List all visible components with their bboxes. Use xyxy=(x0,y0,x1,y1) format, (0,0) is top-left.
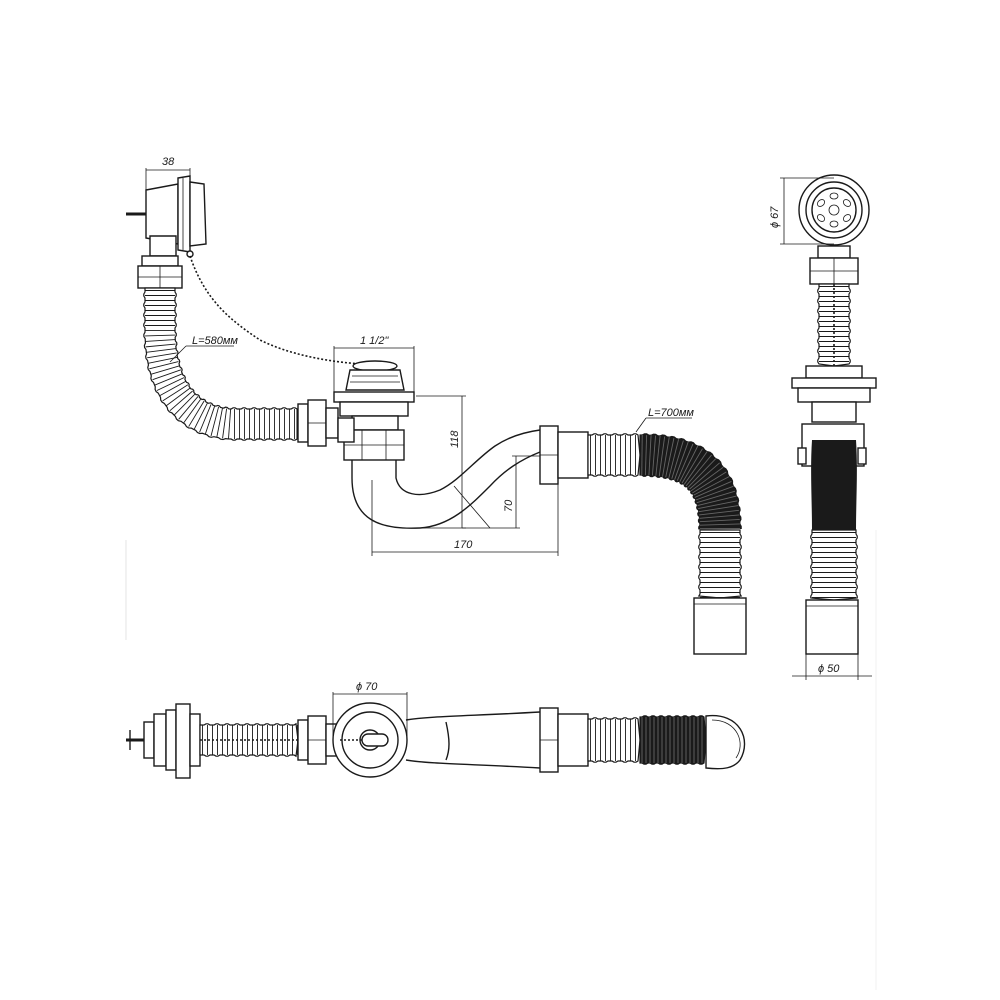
overflow-width-label: 38 xyxy=(162,156,175,168)
top-hose-end xyxy=(705,715,746,770)
overflow-corrugated-hose xyxy=(143,287,298,441)
top-view: ϕ 70 xyxy=(126,681,746,779)
trap-nut xyxy=(539,425,589,485)
overflow-hose-length-label: L=580мм xyxy=(192,335,238,347)
side-hose-end xyxy=(805,599,859,655)
grate-diameter-label: ϕ 67 xyxy=(769,206,781,228)
side-dimension-lines xyxy=(780,177,872,680)
overflow-hose-nut xyxy=(297,399,339,447)
side-view: ϕ 67 ϕ 50 xyxy=(769,174,877,680)
outlet-diameter-label: ϕ 70 xyxy=(356,681,378,693)
side-drain-hose xyxy=(811,440,857,530)
side-drain-corrugation xyxy=(810,529,858,601)
outlet-thread-label: 1 1/2" xyxy=(360,335,389,347)
top-trap-nut xyxy=(539,707,589,773)
s-trap xyxy=(351,429,541,529)
plug-chain xyxy=(189,255,363,365)
top-drain-hose xyxy=(587,715,707,765)
trap-height-label: 118 xyxy=(449,430,461,448)
top-overflow-nut xyxy=(297,715,339,765)
top-overflow-fitting xyxy=(143,703,201,779)
side-overflow-nut xyxy=(809,245,859,285)
drain-hose-end xyxy=(693,597,747,655)
trap-depth-label: 70 xyxy=(503,499,515,512)
top-outlet-grate xyxy=(332,702,408,778)
top-dimension-lines xyxy=(332,692,408,740)
overflow-nut xyxy=(137,255,183,289)
side-outlet-flange xyxy=(791,365,877,423)
top-trap-pipe xyxy=(405,711,541,769)
outlet-fitting xyxy=(333,360,415,461)
hose-end-diameter-label: ϕ 50 xyxy=(818,663,840,675)
trap-length-label: 170 xyxy=(454,539,473,551)
drain-grate xyxy=(798,174,870,246)
drain-hose-length-label: L=700мм xyxy=(648,407,694,419)
overflow-fitting xyxy=(145,175,207,258)
drain-corrugated-hose xyxy=(587,433,743,599)
dimension-lines xyxy=(145,168,692,556)
front-view: 38 L=580мм 1 1/2" L=700мм 118 70 170 xyxy=(126,156,747,655)
